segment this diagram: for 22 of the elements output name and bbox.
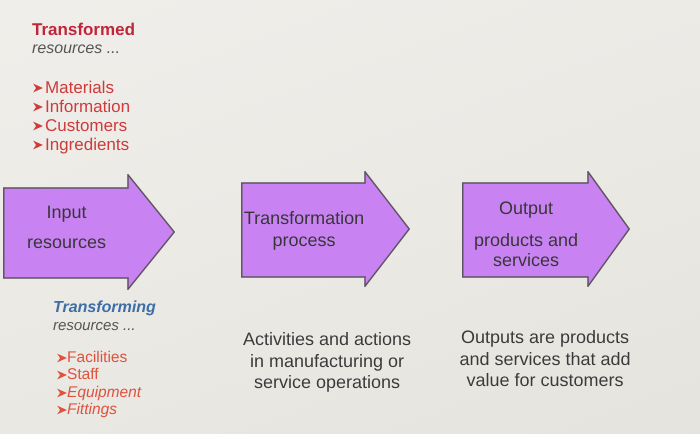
list-item: Fittings bbox=[67, 400, 117, 420]
subheading-text: resources ... bbox=[32, 39, 120, 59]
block-arrow bbox=[241, 171, 410, 287]
description-text: Activities and actions in manufacturing or service operations bbox=[242, 329, 412, 394]
subheading-text: resources ... bbox=[53, 316, 136, 336]
list-item: Customers bbox=[45, 116, 128, 136]
block-arrow bbox=[462, 171, 630, 287]
arrow-label: products and services bbox=[472, 230, 580, 270]
arrow-label: Input bbox=[45, 202, 88, 222]
list-item: Staff bbox=[67, 365, 99, 385]
list-item: Equipment bbox=[67, 383, 142, 402]
list-item: Information bbox=[45, 97, 130, 117]
block-arrow bbox=[3, 174, 175, 290]
list-item: Materials bbox=[45, 78, 114, 98]
list-item: Facilities bbox=[67, 348, 128, 368]
arrow-label: Transformation process bbox=[243, 207, 365, 251]
heading-text: Transforming bbox=[53, 298, 156, 318]
description-text: Outputs are products and services that add value for customers bbox=[458, 327, 632, 392]
arrow-label: Output bbox=[498, 198, 554, 218]
arrow-label: resources bbox=[26, 232, 108, 252]
list-item: Ingredients bbox=[45, 135, 130, 155]
heading-text: Transformed bbox=[32, 20, 135, 40]
